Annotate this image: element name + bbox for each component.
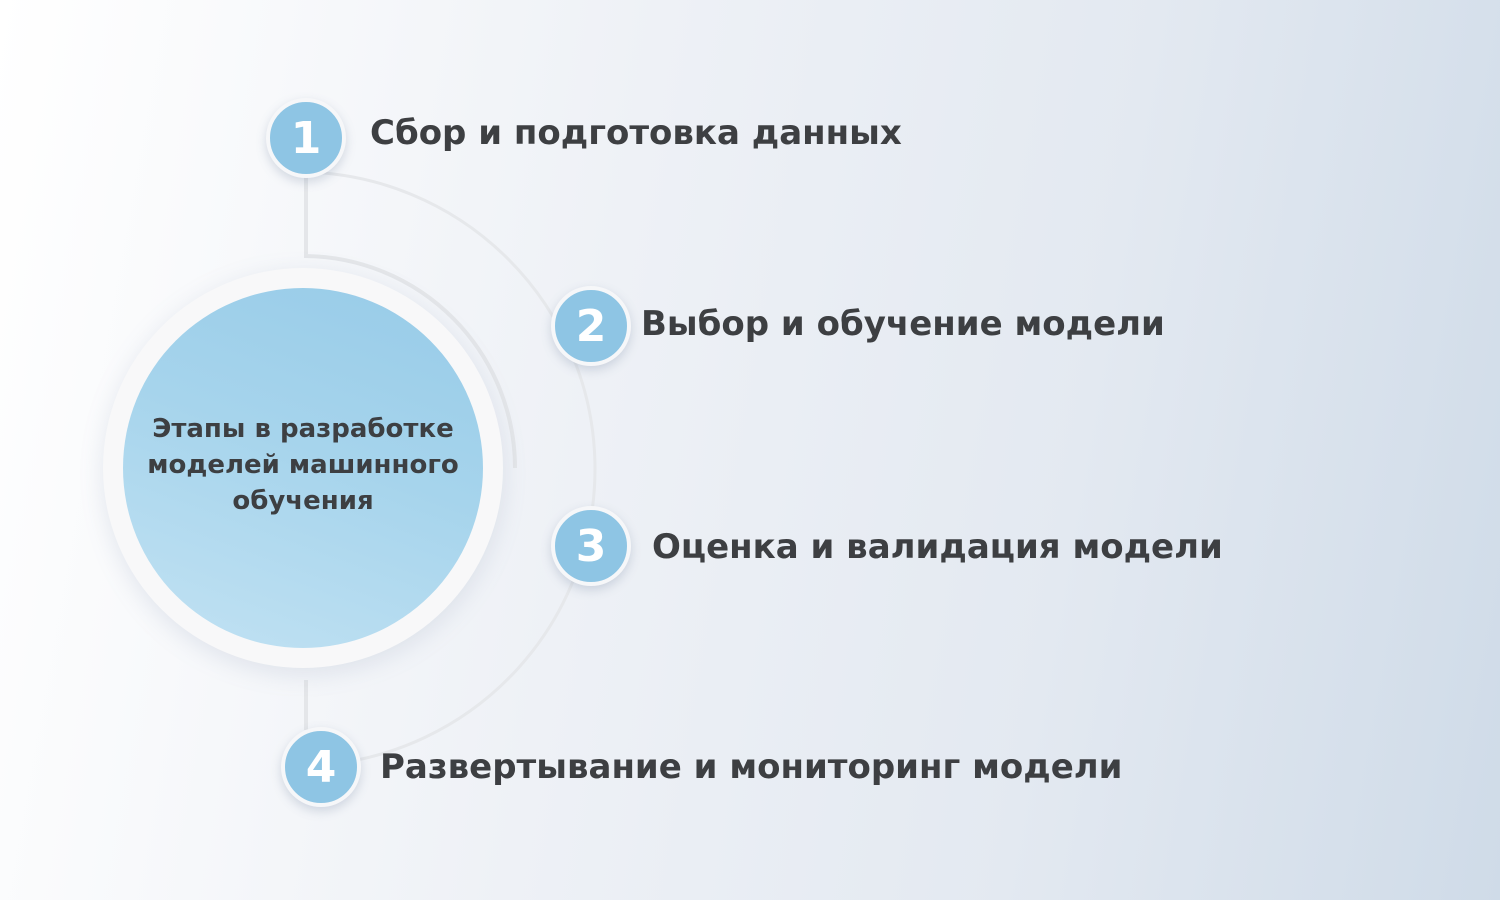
step-3-badge: 3 [551,506,631,586]
step-1-badge: 1 [266,98,346,178]
step-2-label: Выбор и обучение модели [641,304,1165,344]
outer-arc [305,170,597,767]
step-3-label: Оценка и валидация модели [652,527,1223,567]
center-hub-circle: Этапы в разработке моделей машинного обу… [123,288,483,648]
center-title: Этапы в разработке моделей машинного обу… [147,414,459,516]
step-1-label: Сбор и подготовка данных [370,113,902,153]
step-4-badge: 4 [281,727,361,807]
step-4-label: Развертывание и мониторинг модели [380,747,1123,787]
step-2-badge: 2 [551,286,631,366]
inner-connector-top [304,176,517,469]
center-hub: Этапы в разработке моделей машинного обу… [103,268,503,668]
